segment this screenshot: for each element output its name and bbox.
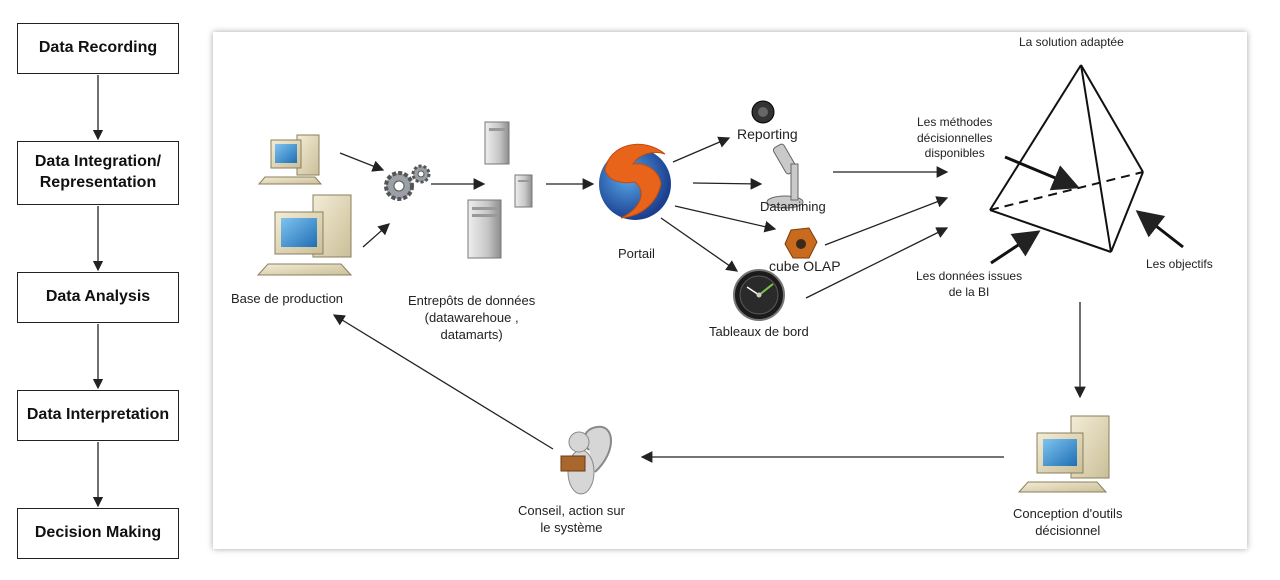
label-objectifs: Les objectifs <box>1146 257 1213 271</box>
label-methodes: Les méthodes décisionnelles disponibles <box>917 115 993 161</box>
label-conseil: Conseil, action sur le système <box>518 503 625 535</box>
microscope-icon <box>766 143 804 209</box>
label-reporting: Reporting <box>737 126 798 142</box>
step-data-analysis: Data Analysis <box>17 272 179 323</box>
step-data-integration: Data Integration/ Representation <box>17 141 179 205</box>
process-flow-arrows <box>92 75 104 508</box>
label-donnees-bi: Les données issues de la BI <box>916 269 1023 299</box>
step-decision-making: Decision Making <box>17 508 179 559</box>
cube-olap-icon <box>784 227 818 259</box>
server-icon-2 <box>514 174 533 208</box>
label-solution-adaptee: La solution adaptée <box>1019 35 1124 49</box>
label-tableaux-de-bord: Tableaux de bord <box>709 324 809 339</box>
label-entrepots: Entrepôts de données (datawarehoue , dat… <box>408 293 536 342</box>
bi-diagram-panel: Base de production Entrepôts de données … <box>213 32 1247 549</box>
conception-computer-icon <box>1017 415 1110 493</box>
portal-browser-icon <box>599 143 671 220</box>
label-datamining: Datamining <box>760 199 826 214</box>
step-data-interpretation: Data Interpretation <box>17 390 179 441</box>
squirrel-reader-icon <box>560 425 612 495</box>
label-portail: Portail <box>618 246 655 261</box>
large-computer-icon <box>256 194 353 276</box>
label-base-production: Base de production <box>231 291 344 306</box>
label-cube-olap: cube OLAP <box>769 258 841 274</box>
gauge-icon <box>733 269 785 321</box>
pointer-arrows <box>990 155 1184 265</box>
tetrahedron-shape <box>989 64 1144 253</box>
reporting-icon <box>751 100 775 124</box>
bi-diagram <box>256 64 1184 495</box>
server-icon-3 <box>467 199 502 259</box>
label-conception: Conception d'outils décisionnel <box>1013 506 1123 538</box>
server-icon-1 <box>484 121 510 165</box>
step-data-recording: Data Recording <box>17 23 179 74</box>
small-computer-icon <box>257 134 323 185</box>
gears-icon <box>384 164 431 201</box>
flow-arrows <box>332 136 1086 463</box>
